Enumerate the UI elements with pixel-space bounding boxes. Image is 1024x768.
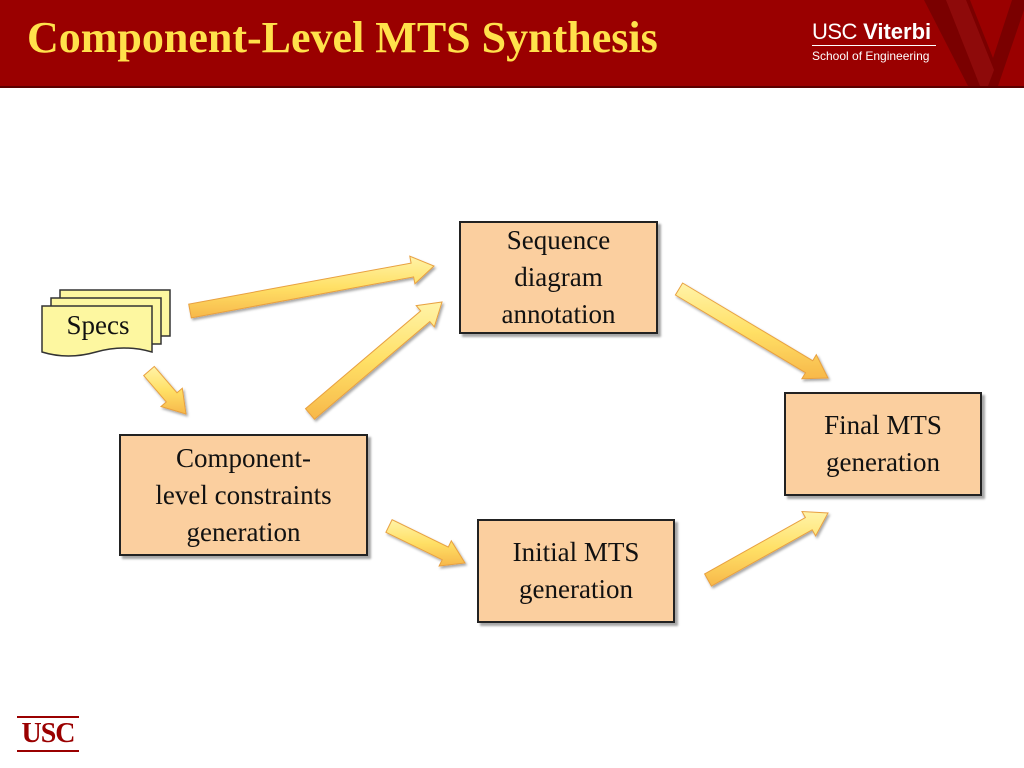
sequence-annotation-box: Sequence diagram annotation (459, 221, 658, 334)
footer-logo-text: USC (21, 718, 75, 749)
logo-wordmark: USC Viterbi (812, 20, 931, 44)
box-line: Component- (175, 442, 311, 473)
final-mts-box: Final MTS generation (784, 392, 982, 496)
arrow-specs-to-constraints (142, 365, 187, 415)
footer-logo-bottom-bar (17, 750, 79, 752)
specs-label: Specs (66, 310, 130, 340)
usc-viterbi-logo: USC Viterbi School of Engineering (800, 0, 1024, 86)
specs-document-icon (41, 289, 171, 357)
arrow-sequence-to-final (674, 282, 829, 380)
box-line: Initial MTS (512, 537, 640, 567)
slide-title: Component-Level MTS Synthesis (27, 13, 658, 62)
usc-footer-logo: USC (17, 716, 79, 752)
arrow-initial-to-final (703, 510, 829, 587)
component-constraints-box: Component- level constraints generation (119, 434, 368, 556)
box-line: generation (826, 447, 940, 477)
box-line: diagram (514, 262, 603, 292)
arrow-specs-to-sequence (188, 255, 435, 319)
logo-usc-text: USC (812, 19, 857, 44)
logo-divider (812, 45, 936, 46)
footer-logo-top-bar (17, 716, 79, 718)
viterbi-v-emblem (924, 0, 1024, 86)
box-line: generation (519, 574, 633, 604)
logo-school-text: School of Engineering (812, 49, 930, 63)
box-line: Final MTS (824, 410, 942, 440)
initial-mts-box: Initial MTS generation (477, 519, 675, 623)
logo-viterbi-text: Viterbi (863, 19, 932, 44)
arrow-constraints-to-sequence (304, 301, 443, 421)
box-line: Sequence (506, 225, 611, 255)
box-line: annotation (501, 299, 616, 329)
box-line: generation (186, 516, 301, 547)
arrow-constraints-to-initial (385, 519, 466, 567)
box-line: level constraints (155, 479, 332, 510)
slide-header: Component-Level MTS Synthesis USC Viterb… (0, 0, 1024, 88)
